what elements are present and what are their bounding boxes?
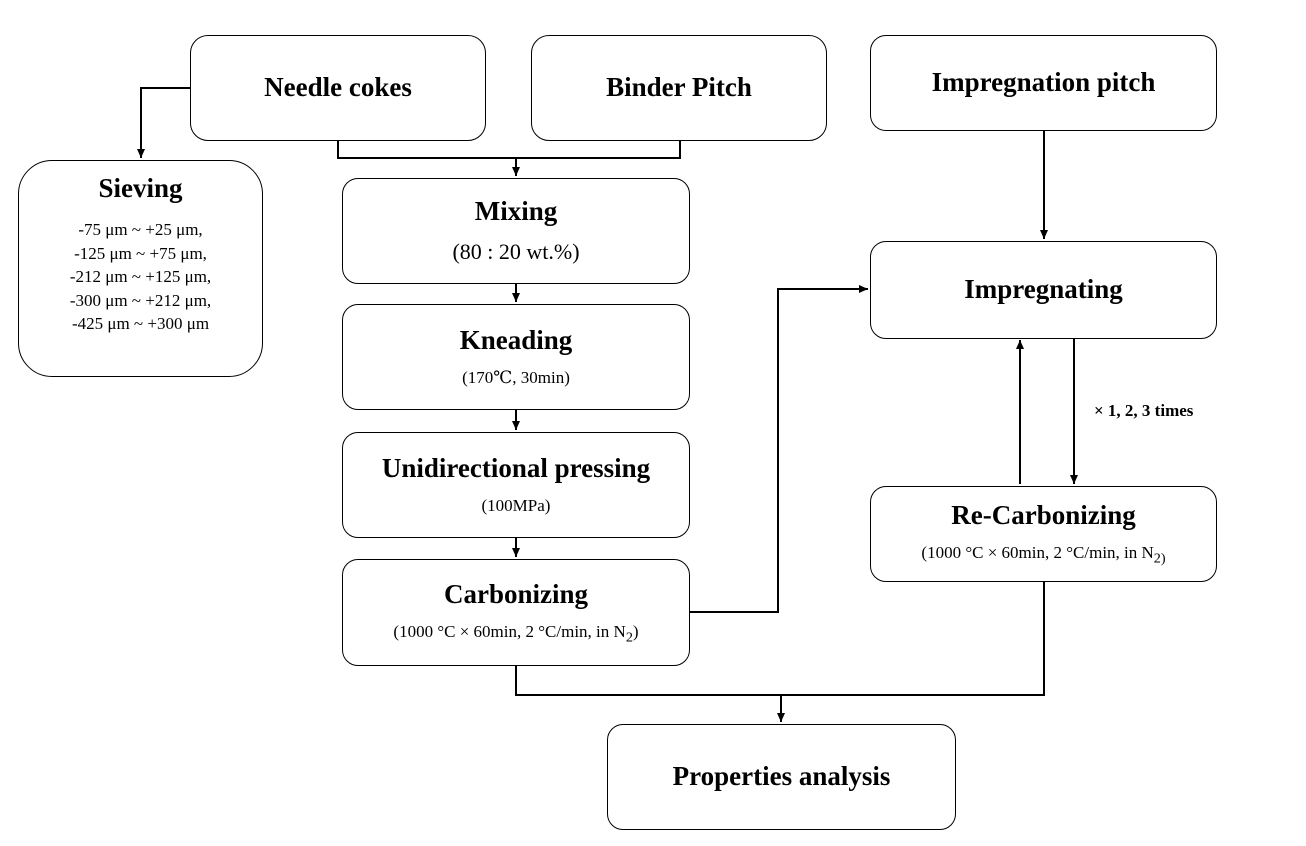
impregnating-title: Impregnating [964, 274, 1123, 305]
sieve-range: -425 μm ~ +300 μm [71, 314, 210, 334]
kneading-box: Kneading (170℃, 30min) [342, 304, 690, 410]
properties-analysis-label: Properties analysis [672, 761, 891, 792]
impregnation-pitch-label: Impregnation pitch [931, 67, 1156, 98]
binder-pitch-label: Binder Pitch [606, 72, 752, 103]
arrow-carbonizing-to-impregnating [690, 285, 868, 613]
carbonizing-n2-subscript: 2 [625, 629, 633, 646]
merge-line-top [337, 141, 681, 159]
recarbonizing-n2-subscript: 2) [1153, 550, 1166, 567]
sieve-range: -125 μm ~ +75 μm, [74, 243, 207, 263]
recarbonizing-conditions: (1000 °C × 60min, 2 °C/min, in N2) [921, 543, 1165, 567]
carbonizing-conditions: (1000 °C × 60min, 2 °C/min, in N2) [393, 622, 638, 646]
sieve-range: -212 μm ~ +125 μm, [69, 267, 212, 287]
arrow-needle-to-sieving [137, 87, 190, 158]
sieve-range: -75 μm ~ +25 μm, [78, 220, 203, 240]
recarbonizing-box: Re-Carbonizing (1000 °C × 60min, 2 °C/mi… [870, 486, 1217, 582]
needle-cokes-box: Needle cokes [190, 35, 486, 141]
impregnation-pitch-box: Impregnation pitch [870, 35, 1217, 131]
impregnating-box: Impregnating [870, 241, 1217, 339]
properties-analysis-box: Properties analysis [607, 724, 956, 830]
kneading-title: Kneading [459, 325, 573, 356]
repeat-count-label: × 1, 2, 3 times [1094, 401, 1194, 420]
recarbonizing-title: Re-Carbonizing [951, 500, 1136, 531]
sieve-range: -300 μm ~ +212 μm, [69, 290, 212, 310]
carbonizing-conditions-close: ) [632, 621, 639, 641]
carbonizing-conditions-text: (1000 °C × 60min, 2 °C/min, in N [393, 621, 626, 641]
sieving-box: Sieving -75 μm ~ +25 μm, -125 μm ~ +75 μ… [18, 160, 263, 377]
recarbonizing-conditions-text: (1000 °C × 60min, 2 °C/min, in N [921, 543, 1154, 563]
carbonizing-title: Carbonizing [443, 578, 589, 609]
kneading-conditions: (170℃, 30min) [462, 368, 570, 388]
sieving-ranges: -75 μm ~ +25 μm, -125 μm ~ +75 μm, -212 … [70, 218, 211, 336]
pressing-conditions: (100MPa) [481, 496, 551, 516]
mixing-title: Mixing [474, 196, 558, 227]
pressing-box: Unidirectional pressing (100MPa) [342, 432, 690, 538]
pressing-title: Unidirectional pressing [381, 453, 651, 484]
binder-pitch-box: Binder Pitch [531, 35, 827, 141]
needle-cokes-label: Needle cokes [264, 72, 412, 103]
carbonizing-box: Carbonizing (1000 °C × 60min, 2 °C/min, … [342, 559, 690, 666]
mixing-box: Mixing (80 : 20 wt.%) [342, 178, 690, 284]
sieving-title: Sieving [98, 173, 183, 203]
mixing-ratio: (80 : 20 wt.%) [452, 239, 580, 265]
